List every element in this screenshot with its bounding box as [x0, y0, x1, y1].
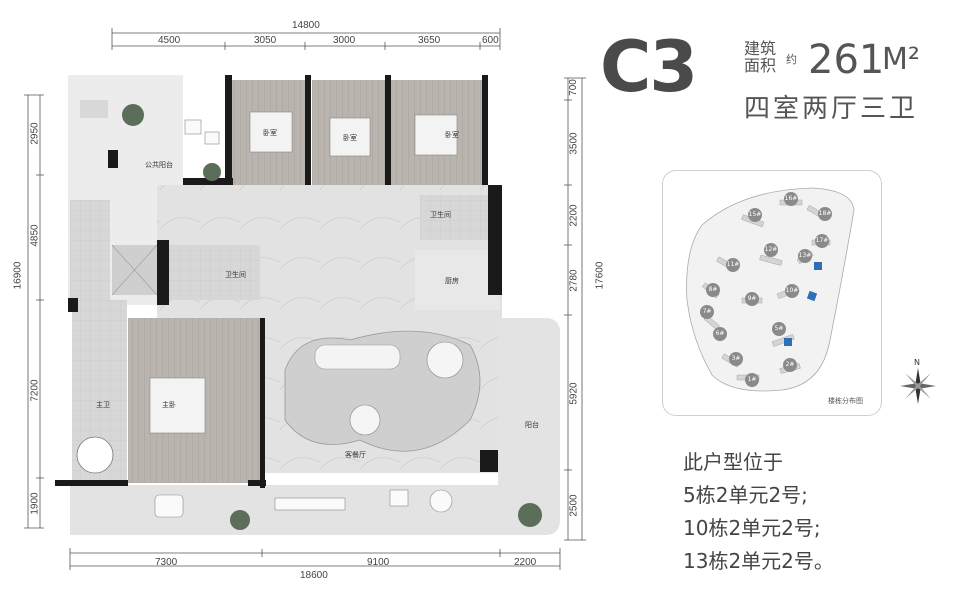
tree-icon	[122, 104, 542, 530]
area-label-line2: 面积	[744, 56, 777, 75]
building-marker-13: 13#	[798, 249, 812, 263]
building-marker-7: 7#	[700, 305, 714, 319]
room-balcony: 阳台	[525, 421, 539, 429]
building-marker-12: 12#	[764, 243, 778, 257]
building-marker-18: 18#	[818, 207, 832, 221]
dim-left-seg-1: 2950	[29, 122, 41, 145]
dim-top-seg-3: 3000	[333, 35, 356, 46]
building-marker-11: 11#	[726, 258, 740, 272]
area-label-line1: 建筑	[744, 39, 777, 58]
dim-top-total: 14800	[292, 20, 320, 31]
building-marker-17: 17#	[815, 234, 829, 248]
site-map	[686, 187, 855, 392]
room-bedroom-3: 卧室	[445, 131, 459, 139]
dim-bottom-seg-1: 7300	[155, 557, 178, 568]
dim-right-seg-1: 700	[567, 79, 579, 96]
dim-left-seg-3: 7200	[29, 379, 41, 402]
dim-left-seg-4: 1900	[29, 492, 41, 515]
room-bathroom-2: 卫生间	[225, 271, 246, 279]
unit-code: C3	[600, 26, 698, 108]
area-unit: M²	[882, 42, 920, 77]
compass-icon	[900, 368, 936, 404]
dim-right-total: 17600	[594, 261, 606, 290]
dim-bottom-seg-3: 2200	[514, 557, 537, 568]
building-marker-10: 10#	[785, 284, 799, 298]
floor-plan	[24, 28, 586, 570]
dim-right-seg-3: 2200	[568, 204, 580, 227]
layout-text: 四室两厅三卫	[744, 94, 919, 124]
building-marker-16: 16#	[784, 192, 798, 206]
room-bathroom-1: 卫生间	[430, 211, 451, 219]
building-marker-5: 5#	[772, 322, 786, 336]
area-value: 261	[808, 37, 885, 83]
location-line-1: 此户型位于	[683, 450, 783, 474]
dim-bottom-total: 18600	[300, 570, 328, 581]
dim-top-seg-5: 600	[482, 35, 499, 46]
location-line-2: 5栋2单元2号;	[683, 483, 808, 507]
room-master-bedroom: 主卧	[162, 401, 176, 409]
building-marker-1: 1#	[745, 373, 759, 387]
room-bedroom-1: 卧室	[263, 129, 277, 137]
dim-right-seg-2: 3500	[568, 132, 580, 155]
compass-north-label: N	[914, 358, 920, 367]
building-marker-2: 2#	[783, 358, 797, 372]
building-marker-9: 9#	[745, 292, 759, 306]
area-approx: 约	[786, 53, 797, 66]
room-living-dining: 客餐厅	[345, 451, 366, 459]
location-line-4: 13栋2单元2号。	[683, 549, 834, 573]
room-kitchen: 厨房	[445, 277, 459, 285]
building-marker-6: 6#	[713, 327, 727, 341]
dim-bottom-seg-2: 9100	[367, 557, 390, 568]
room-public-balcony: 公共阳台	[145, 161, 173, 169]
dim-top-seg-1: 4500	[158, 35, 181, 46]
dim-right-seg-5: 5920	[568, 382, 580, 405]
building-marker-15: 15#	[748, 208, 762, 222]
dim-left-seg-2: 4850	[29, 224, 41, 247]
dim-left-total: 16900	[12, 261, 24, 290]
room-bedroom-2: 卧室	[343, 134, 357, 142]
building-marker-8: 8#	[706, 283, 720, 297]
dim-top-seg-2: 3050	[254, 35, 277, 46]
location-line-3: 10栋2单元2号;	[683, 516, 821, 540]
dimension-lines	[24, 28, 586, 570]
dim-top-seg-4: 3650	[418, 35, 441, 46]
area-label: 建筑 面积	[744, 40, 776, 74]
site-map-caption: 楼栋分布图	[828, 397, 863, 405]
room-master-bath: 主卫	[96, 401, 110, 409]
building-marker-3: 3#	[729, 352, 743, 366]
location-text: 此户型位于 5栋2单元2号; 10栋2单元2号; 13栋2单元2号。	[683, 446, 834, 578]
dim-right-seg-6: 2500	[568, 494, 580, 517]
dim-right-seg-4: 2780	[568, 269, 580, 292]
